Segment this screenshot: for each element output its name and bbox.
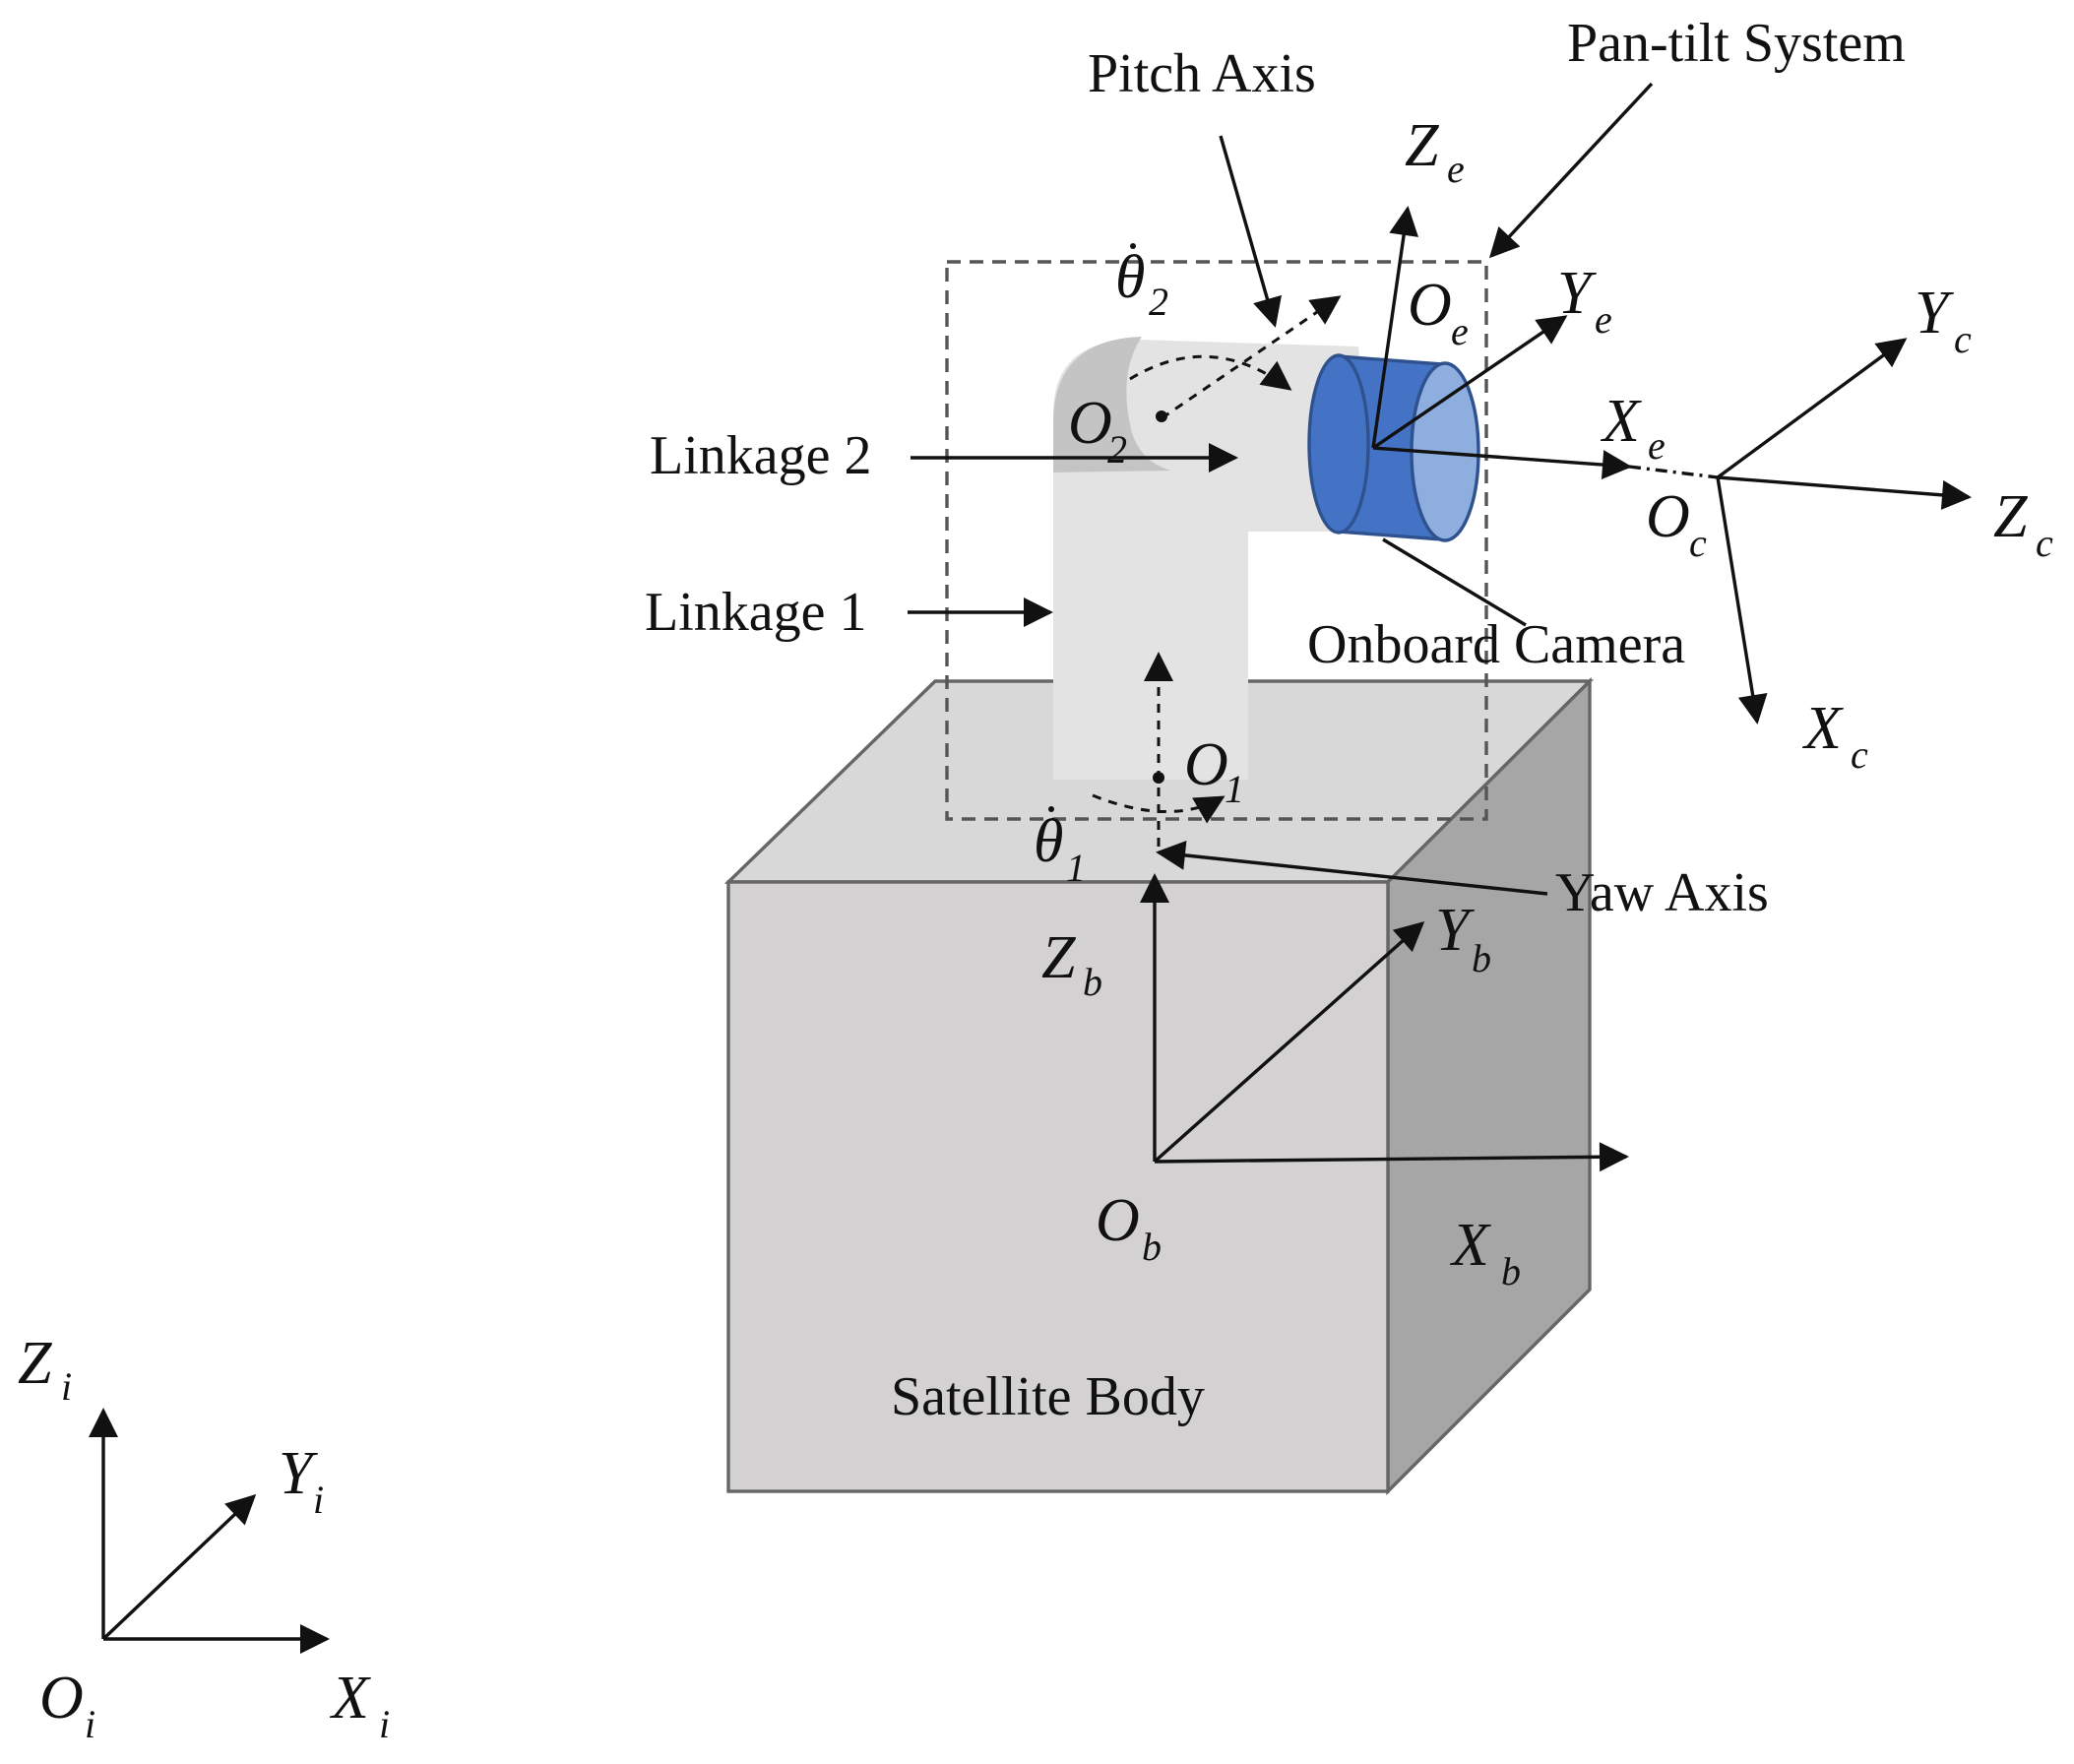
svg-text:O: O: [1184, 731, 1228, 798]
pan-tilt-system-label: Pan-tilt System: [1567, 13, 1906, 74]
symbol-ze: Z e: [1405, 112, 1465, 191]
svg-text:Z: Z: [18, 1330, 52, 1397]
svg-text:1: 1: [1225, 767, 1244, 811]
pitch-axis-leader: [1219, 135, 1282, 328]
linkage-2-label: Linkage 2: [650, 425, 871, 486]
pan-tilt-leader: [1488, 82, 1654, 259]
yc-axis: [1716, 338, 1908, 479]
frame-e: [1371, 206, 1632, 479]
svg-text:X: X: [1600, 388, 1642, 455]
symbol-yc: Y c: [1915, 280, 1972, 361]
onboard-camera-label: Onboard Camera: [1307, 614, 1685, 675]
symbol-xi: X i: [329, 1665, 390, 1746]
satellite-body-label: Satellite Body: [891, 1366, 1205, 1427]
symbol-yi: Y i: [279, 1440, 324, 1522]
joint-o1-point: [1153, 772, 1164, 784]
camera-leader: [1382, 537, 1527, 627]
theta2-rotation-arrow: [1129, 354, 1292, 391]
ze-axis: [1371, 206, 1418, 449]
symbol-theta1: θ 1: [1034, 806, 1086, 890]
svg-text:c: c: [1689, 521, 1707, 565]
svg-text:Y: Y: [279, 1440, 318, 1507]
svg-text:i: i: [85, 1702, 95, 1746]
symbol-xb: X b: [1449, 1212, 1521, 1293]
symbol-yb: Y b: [1435, 897, 1491, 980]
zc-axis: [1717, 475, 1972, 510]
svg-text:i: i: [379, 1702, 390, 1746]
linkage-elbow-shading: [1053, 337, 1171, 472]
leader-arrows: [908, 82, 1654, 896]
xb-axis: [1154, 1142, 1629, 1172]
camera-front-ring: [1307, 353, 1370, 535]
symbol-o2: O 2: [1068, 390, 1127, 472]
pitch-axis-line: [1161, 295, 1342, 420]
pitch-axis-label: Pitch Axis: [1088, 43, 1316, 104]
linkage-2: [1053, 340, 1373, 532]
svg-text:i: i: [61, 1364, 72, 1409]
symbol-theta2: θ 2: [1115, 243, 1168, 324]
svg-text:b: b: [1083, 960, 1102, 1004]
svg-text:Y: Y: [1435, 897, 1475, 964]
linkage-1-label: Linkage 1: [645, 582, 866, 643]
symbol-o1: O 1: [1184, 731, 1244, 811]
yb-axis: [1153, 921, 1425, 1164]
svg-text:Z: Z: [1993, 483, 2028, 550]
yi-axis: [101, 1493, 257, 1641]
svg-text:e: e: [1648, 423, 1665, 468]
svg-text:Z: Z: [1041, 924, 1076, 991]
frame-b: [1140, 873, 1629, 1172]
symbol-ye: Y e: [1557, 260, 1612, 342]
svg-text:θ: θ: [1034, 808, 1063, 875]
svg-text:i: i: [313, 1478, 324, 1522]
svg-text:X: X: [329, 1665, 371, 1732]
svg-text:e: e: [1451, 309, 1469, 353]
svg-text:b: b: [1501, 1249, 1521, 1293]
symbol-zi: Z i: [18, 1330, 72, 1409]
symbol-zc: Z c: [1993, 483, 2053, 565]
symbol-oi: O i: [39, 1665, 95, 1746]
yaw-axis-label: Yaw Axis: [1555, 862, 1769, 923]
svg-text:Y: Y: [1915, 280, 1954, 346]
frame-i: [89, 1408, 330, 1654]
linkage-1: [1053, 472, 1248, 780]
svg-text:Z: Z: [1405, 112, 1439, 179]
svg-text:2: 2: [1149, 280, 1168, 324]
xc-axis: [1716, 476, 1768, 724]
svg-text:c: c: [1851, 732, 1868, 777]
svg-text:O: O: [1068, 390, 1112, 457]
svg-text:O: O: [1646, 483, 1690, 550]
svg-text:e: e: [1447, 147, 1465, 191]
theta1-rotation-arrow: [1092, 793, 1226, 824]
yaw-axis-leader: [1156, 840, 1548, 896]
symbol-xc: X c: [1801, 695, 1868, 777]
symbol-xe: X e: [1600, 388, 1665, 468]
svg-text:Y: Y: [1557, 260, 1597, 327]
svg-text:X: X: [1801, 695, 1844, 762]
svg-text:O: O: [1096, 1187, 1140, 1254]
ye-axis: [1372, 315, 1568, 450]
symbol-zb: Z b: [1041, 924, 1102, 1004]
symbol-oe: O e: [1408, 272, 1469, 353]
svg-text:1: 1: [1066, 846, 1086, 890]
symbol-ob: O b: [1096, 1187, 1162, 1269]
svg-text:c: c: [2036, 521, 2053, 565]
svg-text:b: b: [1142, 1225, 1162, 1269]
svg-text:O: O: [1408, 272, 1452, 339]
xe-axis: [1372, 446, 1632, 479]
symbol-oc: O c: [1646, 483, 1707, 565]
svg-text:b: b: [1472, 936, 1491, 980]
svg-text:θ: θ: [1115, 244, 1145, 311]
cube-front-face: [726, 880, 1390, 1493]
svg-text:2: 2: [1107, 427, 1127, 472]
joint-o2-point: [1156, 410, 1167, 422]
frame-c: [1628, 338, 1972, 724]
linkage-assembly: [1053, 337, 1373, 780]
svg-text:X: X: [1449, 1212, 1491, 1279]
svg-text:e: e: [1595, 297, 1612, 342]
svg-text:c: c: [1954, 317, 1972, 361]
svg-text:O: O: [39, 1665, 84, 1732]
